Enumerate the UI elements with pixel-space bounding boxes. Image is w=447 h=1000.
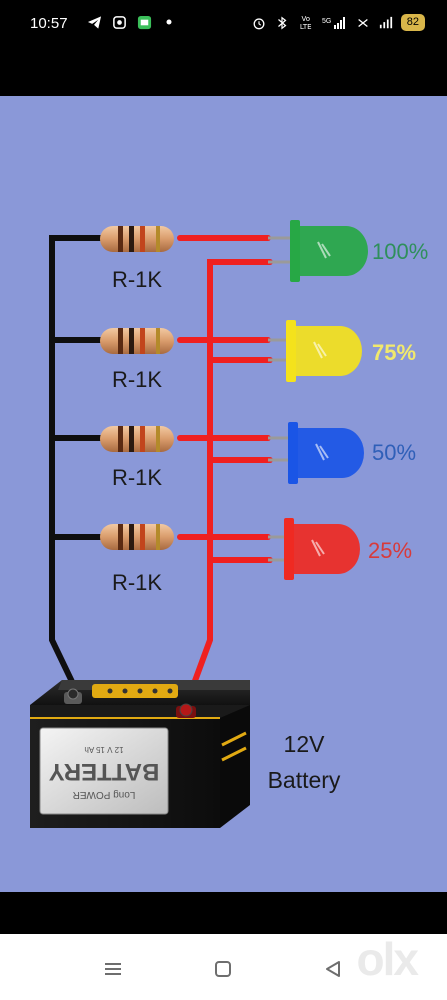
resistor-label-1: R-1K [112,267,162,292]
resistor-1 [100,226,174,252]
sms-icon [136,14,152,30]
battery-text-spec: 12 V 15 Ah [84,745,123,754]
network-type-text: 5G [322,18,331,25]
status-bar: 10:57 Vo LTE 5G 82 [0,0,447,52]
menu-icon [105,963,121,975]
resistor-label-3: R-1K [112,465,162,490]
resistor-4 [100,524,174,550]
led-red [284,518,360,580]
battery-text-top: Long POWER [73,789,136,800]
image-viewer-top [0,52,447,96]
alarm-icon [251,15,267,31]
circuit-diagram-image[interactable]: R-1K R-1K R-1K R-1K 100% 75% 50% 25% [0,96,447,892]
resistor-2 [100,328,174,354]
notification-icons [86,14,177,30]
bluetooth-icon [274,15,290,31]
telegram-icon [86,14,102,30]
resistor-label-2: R-1K [112,367,162,392]
back-triangle-icon [326,961,340,977]
led-label-25: 25% [368,538,412,563]
battery-title-label: Battery [268,767,341,793]
clock: 10:57 [30,15,68,32]
led-blue [288,422,364,484]
battery-title-voltage: 12V [284,731,326,757]
recent-apps-button[interactable] [98,954,128,984]
signal-bars-icon [378,15,394,31]
navigation-bar: olx [0,933,447,1000]
signal-5g-icon: 5G [322,15,348,31]
system-icons: Vo LTE 5G 82 [251,14,425,31]
led-label-100: 100% [372,239,428,264]
olx-watermark: olx [356,933,419,985]
image-viewer-bottom [0,892,447,934]
wifi-off-icon [355,15,371,31]
app-notification-icon [111,14,127,30]
led-green [290,220,368,282]
back-button[interactable] [318,954,348,984]
car-battery: Long POWER BATTERY 12 V 15 Ah [30,680,250,828]
volte-icon: Vo LTE [299,14,312,31]
black-wire-bus [49,235,103,693]
dot-icon [161,14,177,30]
red-wire-bus [177,235,273,711]
led-yellow [286,320,362,382]
battery-text-main: BATTERY [49,758,160,785]
battery-indicator: 82 [400,14,425,31]
square-home-icon [215,961,231,977]
resistor-label-4: R-1K [112,570,162,595]
circuit-diagram-svg: R-1K R-1K R-1K R-1K 100% 75% 50% 25% [30,220,428,828]
home-button[interactable] [208,954,238,984]
led-leads [268,236,298,562]
led-label-50: 50% [372,440,416,465]
led-label-75: 75% [372,340,416,365]
resistor-3 [100,426,174,452]
